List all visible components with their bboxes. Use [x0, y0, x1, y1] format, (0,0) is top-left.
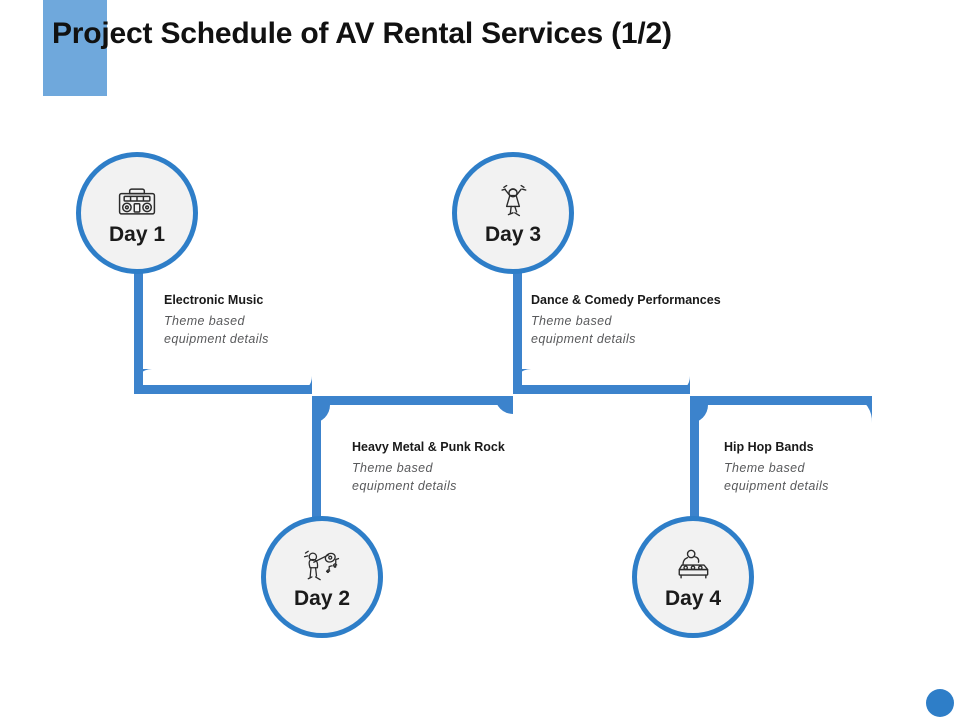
timeline-segment-3 [513, 272, 690, 394]
milestone-subtitle: Theme based equipment details [352, 459, 602, 495]
dj-turntable-icon [678, 549, 709, 579]
milestone-subtitle: Theme based equipment details [531, 312, 781, 348]
guitarist-icon [303, 550, 340, 581]
timeline-segment-4 [690, 396, 873, 520]
milestone-subtitle: Theme based equipment details [724, 459, 960, 495]
corner-dot-indicator [926, 689, 954, 717]
day-node-day-4[interactable]: Day 4 [632, 516, 754, 638]
milestone-day-4: Hip Hop Bands Theme based equipment deta… [724, 440, 960, 495]
day-node-day-2[interactable]: Day 2 [261, 516, 383, 638]
milestone-title: Hip Hop Bands [724, 440, 814, 454]
milestone-subtitle-line-2: equipment details [724, 478, 829, 493]
day-node-day-3[interactable]: Day 3 [452, 152, 574, 274]
day-node-day-1[interactable]: Day 1 [76, 152, 198, 274]
milestone-title: Heavy Metal & Punk Rock [352, 440, 505, 454]
milestone-day-3: Dance & Comedy Performances Theme based … [531, 293, 781, 348]
timeline-segment-1 [134, 272, 312, 394]
day-node-label: Day 4 [664, 587, 722, 610]
milestone-subtitle-line-2: equipment details [531, 331, 636, 346]
day-node-label: Day 1 [108, 223, 166, 246]
day-node-label: Day 2 [293, 587, 351, 610]
milestone-subtitle: Theme based equipment details [164, 312, 414, 348]
page-title: Project Schedule of AV Rental Services (… [52, 17, 672, 50]
milestone-title: Electronic Music [164, 293, 264, 307]
milestone-day-1: Electronic Music Theme based equipment d… [164, 293, 414, 348]
milestone-subtitle-line-1: Theme based [164, 313, 245, 328]
milestone-subtitle-line-1: Theme based [724, 460, 805, 475]
milestone-subtitle-line-1: Theme based [531, 313, 612, 328]
milestone-subtitle-line-1: Theme based [352, 460, 433, 475]
milestone-subtitle-line-2: equipment details [352, 478, 457, 493]
milestone-title: Dance & Comedy Performances [531, 293, 721, 307]
boombox-icon [118, 188, 156, 215]
milestone-subtitle-line-2: equipment details [164, 331, 269, 346]
title-accent-bar [43, 0, 107, 96]
dancer-icon [501, 184, 527, 217]
day-node-label: Day 3 [484, 223, 542, 246]
timeline-segment-2 [312, 396, 513, 520]
milestone-day-2: Heavy Metal & Punk Rock Theme based equi… [352, 440, 602, 495]
